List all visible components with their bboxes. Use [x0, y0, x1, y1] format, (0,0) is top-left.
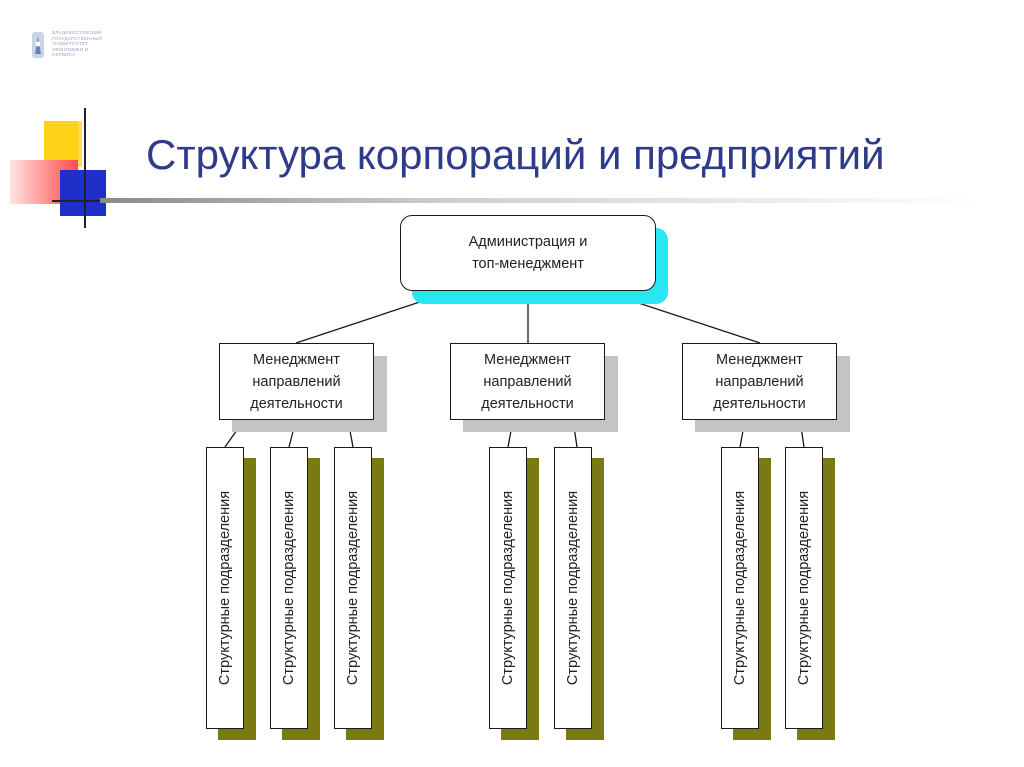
management-label: Менеджмент — [484, 351, 571, 368]
deco-white-fade — [78, 121, 128, 167]
management-label: Менеджмент — [253, 351, 340, 368]
administration-box: Администрация и топ-менеджмент — [400, 215, 656, 291]
structural-unit-label: Структурные подразделения — [500, 490, 517, 686]
management-box: Менеджмент направлений деятельности — [682, 343, 837, 420]
structural-unit-label: Структурные подразделения — [796, 490, 813, 686]
logo-line: ВЛАДИВОСТОКСКИЙ — [52, 30, 102, 35]
deco-blue-square — [60, 170, 106, 216]
logo-line: ЭКОНОМИКИ И — [52, 46, 89, 52]
logo-line: СЕРВИСА — [52, 52, 76, 58]
university-emblem-icon — [32, 32, 44, 58]
structural-unit-label: Структурные подразделения — [565, 490, 582, 686]
structural-unit-box: Структурные подразделения — [721, 447, 759, 729]
logo-text: ВЛАДИВОСТОКСКИЙ ГОСУДАРСТВЕННЫЙ УНИВЕРСИ… — [52, 30, 132, 58]
deco-vertical-line — [84, 108, 86, 228]
title-underline — [100, 198, 980, 203]
administration-label: Администрация и — [468, 234, 588, 250]
management-label: направлений — [483, 373, 572, 390]
structural-unit-label: Структурные подразделения — [281, 490, 298, 686]
structural-unit-box: Структурные подразделения — [785, 447, 823, 729]
page-title: Структура корпораций и предприятий — [146, 131, 885, 178]
structural-unit-box: Структурные подразделения — [206, 447, 244, 729]
management-label: деятельности — [481, 395, 574, 412]
structural-unit-box: Структурные подразделения — [489, 447, 527, 729]
deco-horizontal-line — [52, 200, 112, 202]
logo-line: ГОСУДАРСТВЕННЫЙ — [52, 35, 102, 41]
university-logo: ВЛАДИВОСТОКСКИЙ ГОСУДАРСТВЕННЫЙ УНИВЕРСИ… — [30, 28, 130, 64]
administration-label: топ-менеджмент — [472, 256, 584, 272]
management-box: Менеджмент направлений деятельности — [450, 343, 605, 420]
management-label: Менеджмент — [716, 351, 803, 368]
structural-unit-box: Структурные подразделения — [334, 447, 372, 729]
structural-unit-box: Структурные подразделения — [554, 447, 592, 729]
management-label: деятельности — [250, 395, 343, 412]
management-label: направлений — [252, 373, 341, 390]
structural-unit-label: Структурные подразделения — [732, 490, 749, 686]
structural-unit-box: Структурные подразделения — [270, 447, 308, 729]
deco-yellow-square — [44, 121, 82, 167]
management-box: Менеджмент направлений деятельности — [219, 343, 374, 420]
structural-unit-label: Структурные подразделения — [217, 490, 234, 686]
management-label: деятельности — [713, 395, 806, 412]
management-label: направлений — [715, 373, 804, 390]
logo-line: УНИВЕРСИТЕТ — [52, 41, 89, 47]
structural-unit-label: Структурные подразделения — [345, 490, 362, 686]
